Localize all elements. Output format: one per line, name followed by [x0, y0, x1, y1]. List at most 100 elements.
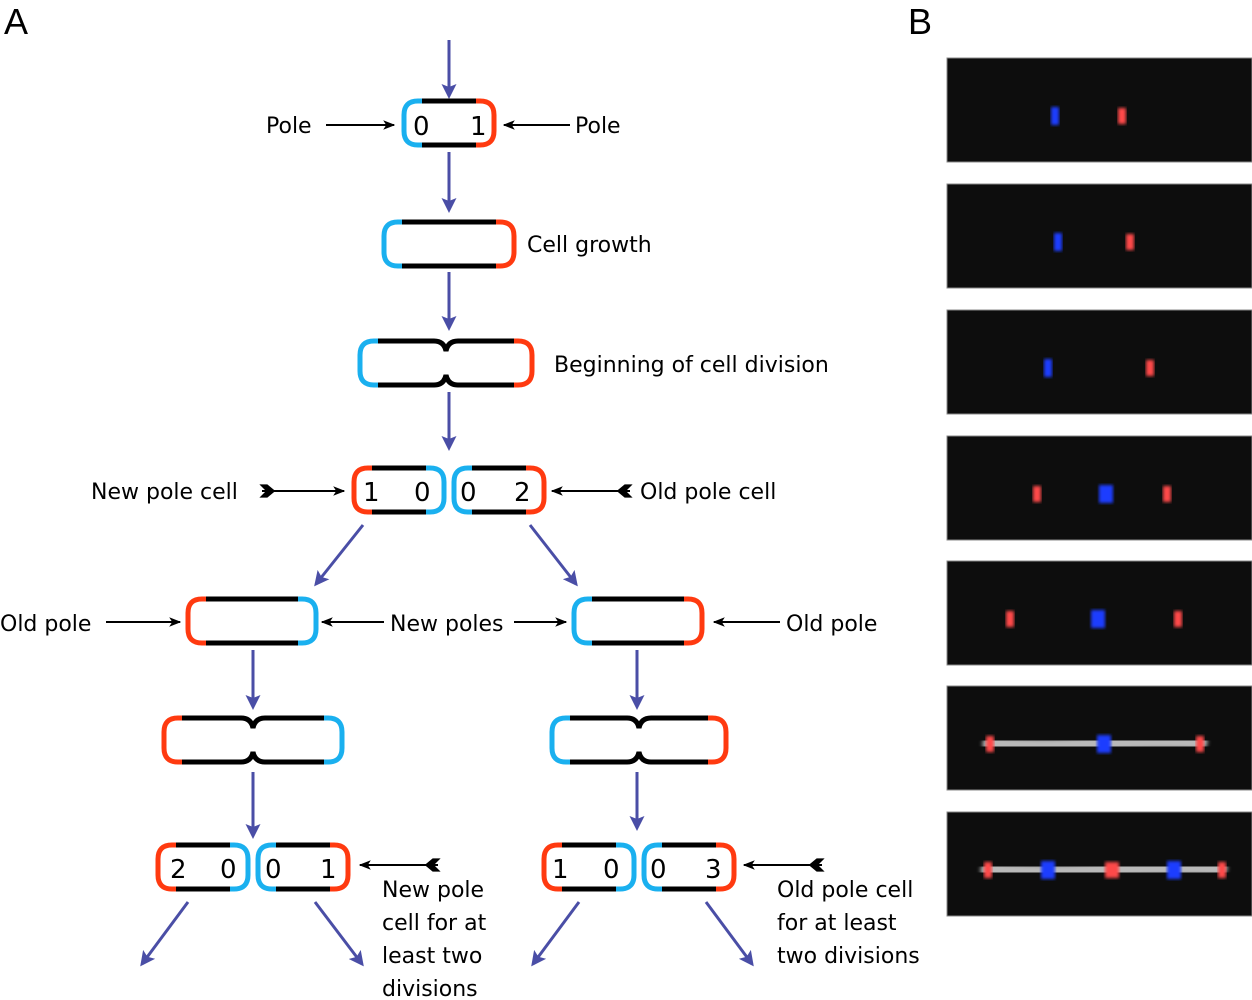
label-old-pole-cell: Old pole cell [640, 480, 776, 505]
cell-growth [381, 219, 517, 269]
pole-cap-right [713, 842, 737, 892]
pole-cap-left [255, 842, 279, 892]
micro-blue-label [1097, 735, 1111, 753]
micro-blue-label [1044, 359, 1052, 377]
cell-gen2-ll-right-age: 0 [220, 855, 237, 885]
cell-gen1-right [451, 465, 547, 515]
micro-blue-label [1099, 485, 1113, 503]
micro-red-label [1218, 862, 1226, 878]
panel-label-a: A [4, 1, 28, 42]
cell-numbers: 0 1 1 0 0 2 2 0 0 1 1 0 0 3 [170, 112, 722, 885]
pointer-arrows [106, 120, 825, 872]
cell-gen1-left-left-age: 1 [363, 478, 380, 508]
pole-cap-left [351, 465, 375, 515]
flow-arrows [140, 40, 754, 967]
label-line: two divisions [777, 944, 920, 969]
label-new-pole-cell-two: New pole cell for at least two divisions [382, 878, 487, 1000]
pole-cap-right [473, 98, 497, 148]
pole-cap-left [161, 715, 185, 765]
label-pole-left: Pole [266, 114, 312, 139]
cells-layer [155, 98, 737, 892]
cell-gen2-lr-left-age: 0 [265, 855, 282, 885]
micrograph-5 [946, 560, 1252, 666]
micro-blue-label [1167, 861, 1181, 879]
pole-cap-right [327, 842, 351, 892]
pole-cap-left [641, 842, 665, 892]
micrograph-6 [946, 685, 1252, 791]
micro-cell-body [982, 733, 1208, 754]
pole-cap-right [511, 338, 535, 388]
cell-gen1-right-right-age: 2 [514, 478, 531, 508]
cell-wall-bottom-constricted [182, 751, 324, 765]
micrograph-7 [946, 811, 1252, 917]
label-new-pole-cell: New pole cell [91, 480, 238, 505]
cell-gen2-rr-left-age: 0 [650, 855, 667, 885]
pole-cap-left [155, 842, 179, 892]
pole-cap-left [451, 465, 475, 515]
micrograph-4 [946, 435, 1252, 541]
micro-red-label [1105, 862, 1119, 878]
cell-initial [401, 98, 497, 148]
micro-red-label [1118, 108, 1126, 124]
cell-left-growth [185, 596, 319, 646]
micro-red-label [1174, 611, 1182, 627]
cell-wall-top-constricted [378, 338, 514, 352]
micrograph-2 [946, 183, 1252, 289]
pole-cap-left [549, 715, 573, 765]
cell-gen1-left-right-age: 0 [414, 478, 431, 508]
flow-arrow-gen1-right [528, 524, 578, 587]
cell-right-growth [571, 596, 705, 646]
label-beginning-division: Beginning of cell division [554, 353, 829, 378]
flow-arrow-gen1-left [314, 524, 365, 587]
cell-gen2-rl-right-age: 0 [603, 855, 620, 885]
pole-cap-right [227, 842, 251, 892]
label-line: least two [382, 944, 482, 969]
micro-blue-label [1041, 861, 1055, 879]
micro-red-label [1033, 486, 1041, 502]
pole-cap-right [423, 465, 447, 515]
micro-red-label [986, 736, 994, 752]
label-line: Old pole cell [777, 878, 913, 903]
cell-initial-left-age: 0 [413, 112, 430, 142]
cell-dividing [357, 338, 535, 388]
cell-gen2-rl [541, 842, 637, 892]
flow-arrow-ll [140, 901, 190, 967]
flow-arrow-lr [313, 901, 364, 967]
label-old-pole-right: Old pole [786, 612, 877, 637]
pole-cap-right [681, 596, 705, 646]
label-old-pole-cell-two: Old pole cell for at least two divisions [777, 878, 920, 969]
cell-gen2-ll [155, 842, 251, 892]
pole-cap-right [523, 465, 547, 515]
pole-cap-left [381, 219, 405, 269]
pole-cap-right [493, 219, 517, 269]
micrograph-1 [946, 57, 1252, 163]
cell-gen2-rr-right-age: 3 [705, 855, 722, 885]
pole-cap-left [185, 596, 209, 646]
label-pole-right: Pole [575, 114, 621, 139]
micro-red-label [1126, 234, 1134, 250]
pole-cap-left [571, 596, 595, 646]
pole-cap-right [295, 596, 319, 646]
cell-gen2-ll-left-age: 2 [170, 855, 187, 885]
pole-cap-left [401, 98, 425, 148]
pole-cap-left [541, 842, 565, 892]
cell-gen1-right-left-age: 0 [460, 478, 477, 508]
micro-red-label [984, 862, 992, 878]
cell-initial-right-age: 1 [470, 112, 487, 142]
label-line: New pole [382, 878, 484, 903]
pole-cap-right [705, 715, 729, 765]
cell-wall-top-constricted [570, 715, 708, 729]
cell-gen2-lr-right-age: 1 [320, 855, 337, 885]
micro-blue-label [1054, 233, 1062, 251]
label-old-pole-left: Old pole [0, 612, 91, 637]
micro-red-label [1163, 486, 1171, 502]
pole-cap-right [613, 842, 637, 892]
micro-red-label [1006, 611, 1014, 627]
label-new-poles: New poles [390, 612, 504, 637]
cell-gen1-left [351, 465, 447, 515]
flow-arrow-rr [704, 901, 754, 967]
micro-red-label [1146, 360, 1154, 376]
cell-gen2-lr [255, 842, 351, 892]
label-line: for at least [777, 911, 897, 936]
pole-cap-left [357, 338, 381, 388]
